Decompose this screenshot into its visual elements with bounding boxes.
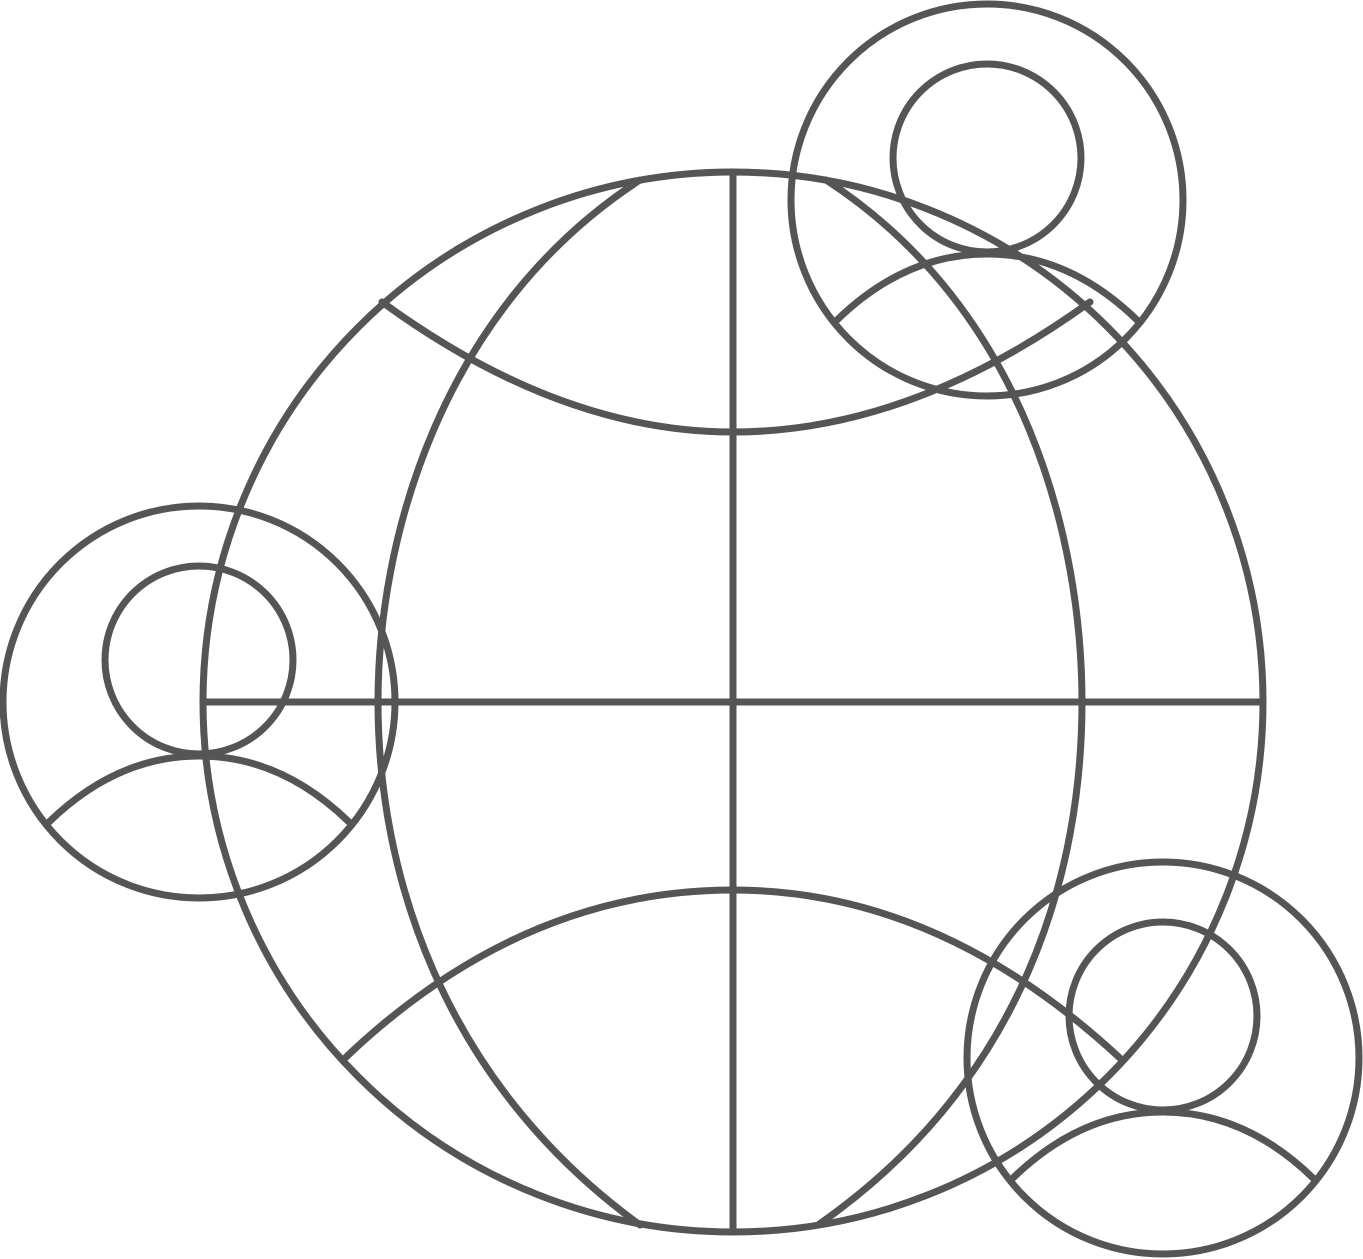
globe-latitude-south [339, 886, 1126, 1064]
avatar-badge [0, 502, 399, 902]
user-shoulders [45, 752, 353, 826]
avatar-left [0, 502, 399, 902]
user-shoulders [833, 250, 1141, 324]
avatar-bottom-right [963, 858, 1363, 1258]
globe-longitude-left [374, 176, 644, 1229]
globe-latitude-north [378, 298, 1094, 436]
avatar-top-right [787, 0, 1187, 400]
avatar-badge [963, 858, 1363, 1258]
avatar-badge [787, 0, 1187, 400]
user-head [101, 562, 297, 758]
user-head [889, 60, 1085, 256]
globe-icon [199, 168, 1267, 1236]
globe-longitude-right [814, 176, 1086, 1229]
user-icon [1009, 918, 1317, 1182]
user-icon [833, 60, 1141, 324]
user-shoulders [1009, 1108, 1317, 1182]
user-icon [45, 562, 353, 826]
